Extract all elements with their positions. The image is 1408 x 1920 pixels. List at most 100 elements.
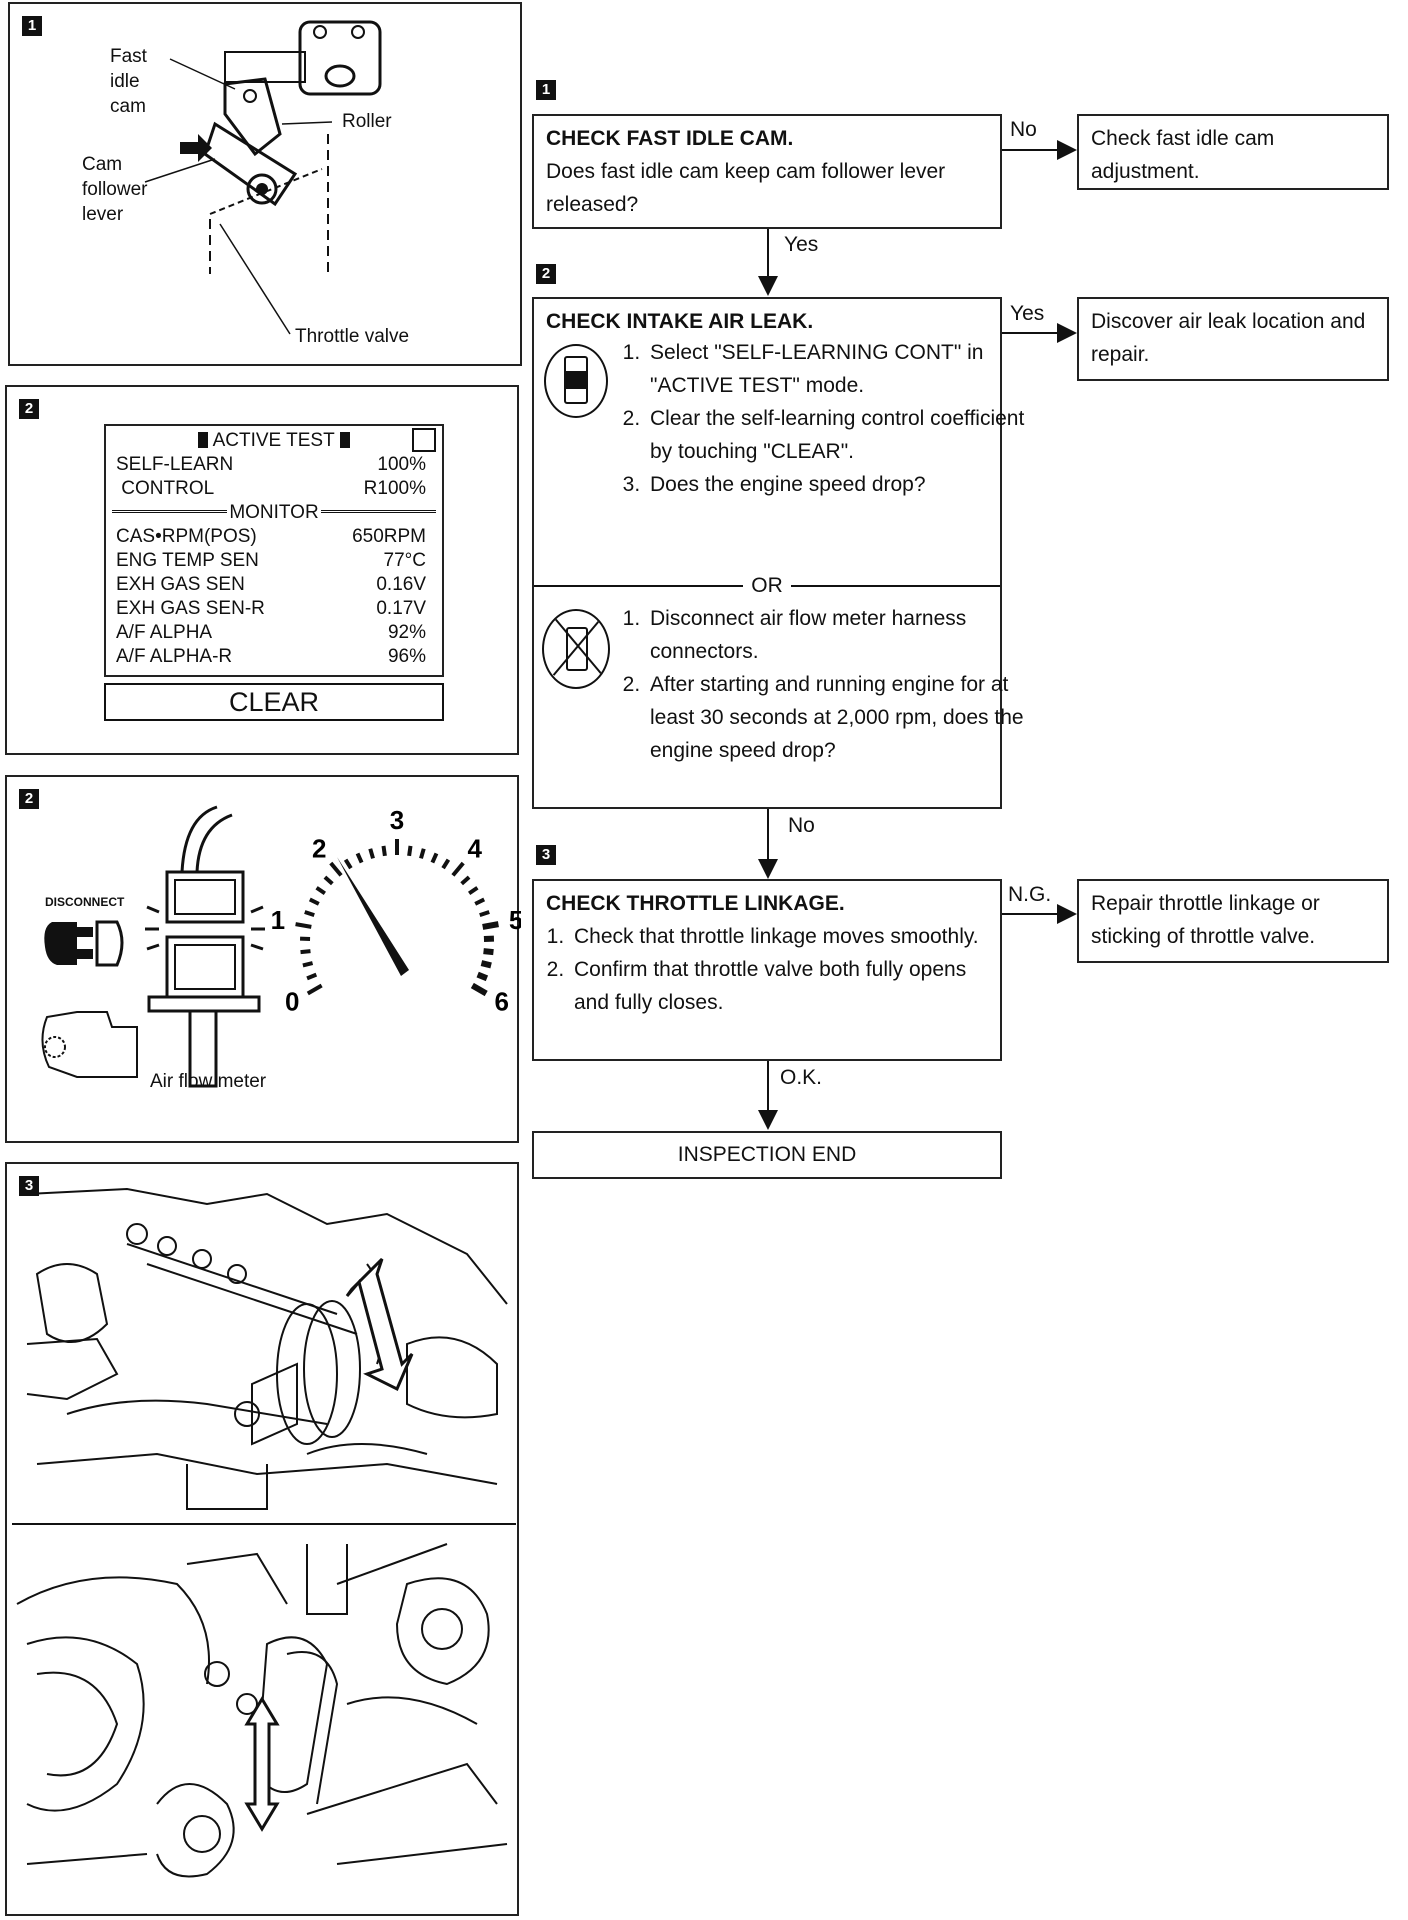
or-label: OR (751, 574, 783, 597)
row-value: R100% (363, 478, 426, 499)
gauge-tick (407, 845, 413, 857)
step3-ng-result: Repair throttle linkage or sticking of t… (1077, 879, 1389, 963)
row-value: 0.17V (376, 598, 426, 619)
row-value: 650RPM (352, 526, 426, 547)
row-label: A/F ALPHA-R (116, 646, 233, 667)
gauge-tick (329, 861, 343, 877)
screen-row: EXH GAS SEN-R 0.17V (106, 597, 442, 621)
gauge-tick-label: 6 (495, 987, 509, 1017)
monitor-divider: MONITOR (106, 501, 442, 525)
screen-row: A/F ALPHA-R 96% (106, 645, 442, 669)
linkage-step-item: Confirm that throttle valve both fully o… (570, 953, 988, 1019)
clear-button[interactable]: CLEAR (104, 683, 444, 721)
gauge-tick (302, 961, 314, 968)
row-label: A/F ALPHA (116, 622, 213, 643)
consult-step-item: Clear the self-learning control coeffici… (646, 402, 1026, 468)
step-number-badge: 2 (19, 399, 39, 419)
gauge-tick (300, 949, 311, 955)
screen-row: SELF-LEARN 100% (106, 453, 442, 477)
step2-box: CHECK INTAKE AIR LEAK. Select "SELF-LEAR… (532, 297, 1024, 809)
screen-title: ACTIVE TEST (212, 430, 335, 451)
gauge-tick-label: 3 (390, 805, 404, 835)
no-tool-icon (542, 609, 610, 689)
gauge-tick-label: 1 (271, 905, 285, 935)
row-value: 96% (387, 646, 426, 667)
step3-heading: CHECK THROTTLE LINKAGE. (546, 892, 845, 915)
row-value: 0.16V (376, 574, 426, 595)
row-label: EXH GAS SEN (116, 574, 245, 595)
gauge-tick (460, 875, 471, 886)
flow-step-number: 3 (536, 845, 556, 865)
screen-row: A/F ALPHA 92% (106, 621, 442, 645)
consult-step-item: Select "SELF-LEARNING CONT" in "ACTIVE T… (646, 336, 1026, 402)
gauge-tick (381, 845, 387, 857)
step3-ng-label: N.G. (1008, 883, 1052, 906)
gauge-tick (430, 852, 439, 864)
checkbox-icon[interactable] (412, 428, 436, 452)
gauge-tick (441, 858, 451, 870)
gauge-tick (468, 886, 479, 896)
step1-no-label: No (1010, 118, 1037, 141)
screen-row: EXH GAS SEN 0.16V (106, 573, 442, 597)
gauge-tick (306, 972, 318, 981)
marker-icon (198, 432, 209, 448)
gauge-tick (295, 922, 312, 929)
manual-step-item: Disconnect air flow meter harness connec… (646, 602, 1026, 668)
consult-device-icon (564, 356, 588, 404)
gauge-needle (337, 857, 409, 976)
gauge-tick-label: 0 (285, 987, 299, 1017)
gauge-tick (451, 861, 465, 877)
row-value: 100% (377, 454, 426, 475)
inspection-end-box: INSPECTION END (532, 1131, 1002, 1179)
step2-manual-steps: Disconnect air flow meter harness connec… (612, 602, 1026, 767)
monitor-label: MONITOR (229, 502, 319, 523)
or-divider: OR (534, 569, 1000, 602)
row-label: CONTROL (116, 478, 215, 499)
gauge-tick-label: 2 (312, 833, 326, 863)
gauge-tick (482, 921, 499, 930)
step1-box: CHECK FAST IDLE CAM. Does fast idle cam … (532, 114, 1002, 229)
gauge-tick (355, 852, 364, 864)
gauge-tick (474, 897, 486, 906)
throttle-linkage-illustration-top (12, 1187, 516, 1878)
consult-tool-icon (544, 344, 608, 418)
air-flow-meter-label: Air flow meter (150, 1071, 267, 1092)
panel-throttle-linkage: 3 (5, 1162, 519, 1916)
fast-idle-cam-label: Fast idle cam (110, 46, 147, 117)
gauge-tick (470, 982, 488, 997)
screen-row: CONTROL R100% (106, 477, 442, 501)
step1-no-result: Check fast idle cam adjustment. (1077, 114, 1389, 190)
consult-step-item: Does the engine speed drop? (646, 468, 1026, 501)
gauge-tick (323, 875, 334, 886)
panel-fast-idle-cam: 1 Fast idle cam Roller Cam follower leve… (8, 2, 522, 366)
gauge-tick (306, 983, 323, 996)
row-value: 77°C (383, 550, 426, 571)
gauge-tick (483, 948, 494, 956)
gauge-tick (480, 960, 492, 969)
step1-yes-label: Yes (784, 233, 819, 256)
cam-follower-lever-label: Cam follower lever (82, 154, 148, 225)
row-label: SELF-LEARN (116, 454, 234, 475)
panel-consult-screen: 2 ACTIVE TEST SELF-LEARN 100% CONTROL R100… (5, 385, 519, 755)
self-learn-rows: SELF-LEARN 100% CONTROL R100% (106, 453, 442, 501)
marker-icon (339, 432, 350, 448)
step3-steps: Check that throttle linkage moves smooth… (546, 920, 988, 1019)
screen-header: ACTIVE TEST (106, 426, 442, 453)
gauge-tick-label: 4 (468, 833, 483, 863)
step-number-badge: 3 (19, 1176, 39, 1196)
step1-question: Does fast idle cam keep cam follower lev… (546, 160, 946, 216)
manual-step-item: After starting and running engine for at… (646, 668, 1026, 767)
step3-ok-label: O.K. (780, 1066, 823, 1089)
step2-yes-label: Yes (1010, 302, 1045, 325)
gauge-tick (304, 910, 315, 918)
step2-no-label: No (788, 814, 815, 837)
row-label: EXH GAS SEN-R (116, 598, 265, 619)
row-value: 92% (387, 622, 426, 643)
throttle-valve-label: Throttle valve (295, 326, 410, 347)
